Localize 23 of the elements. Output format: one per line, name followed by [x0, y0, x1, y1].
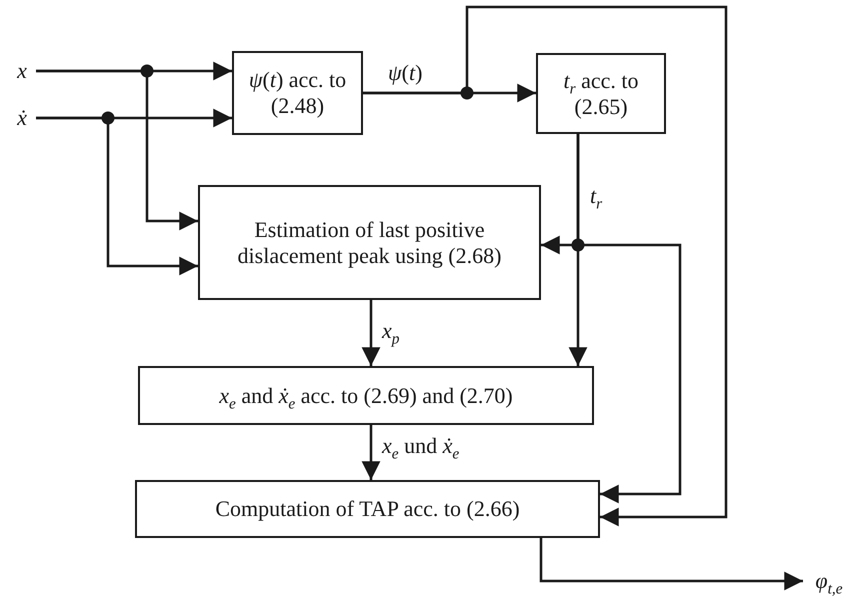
signal-label: ẋ: [17, 105, 27, 131]
arrow: [540, 538, 803, 590]
process-box: [138, 366, 594, 425]
process-box: [536, 53, 666, 134]
box-label: t$_{r}$ acc. to (2.65): [562, 68, 640, 120]
process-box: [135, 480, 600, 538]
edge-label: t$_{r}$: [590, 183, 602, 209]
arrow: [36, 70, 198, 230]
arrow: [576, 134, 682, 504]
process-box: [198, 185, 541, 300]
arrow: [36, 116, 198, 276]
box-label: x$_{e}$ and ẋ$_{e}$ acc. to (2.69) and (2.70): [218, 382, 514, 408]
edge-label: x$_{e}$ und ẋ$_{e}$: [382, 433, 460, 459]
signal-label: x: [17, 58, 27, 84]
box-label: Computation of TAP acc. to (2.66): [214, 496, 521, 522]
process-box: [232, 51, 363, 135]
box-label: ψ(t) acc. to (2.48): [248, 67, 348, 119]
arrow: [363, 6, 728, 526]
edge-label: ψ(t): [388, 60, 422, 86]
signal-label: φ$_{t,e}$: [815, 568, 843, 594]
arrow: [362, 300, 380, 366]
box-label: Estimation of last positive dislacement peak using (2.68): [236, 216, 502, 268]
arrow: [362, 425, 380, 480]
